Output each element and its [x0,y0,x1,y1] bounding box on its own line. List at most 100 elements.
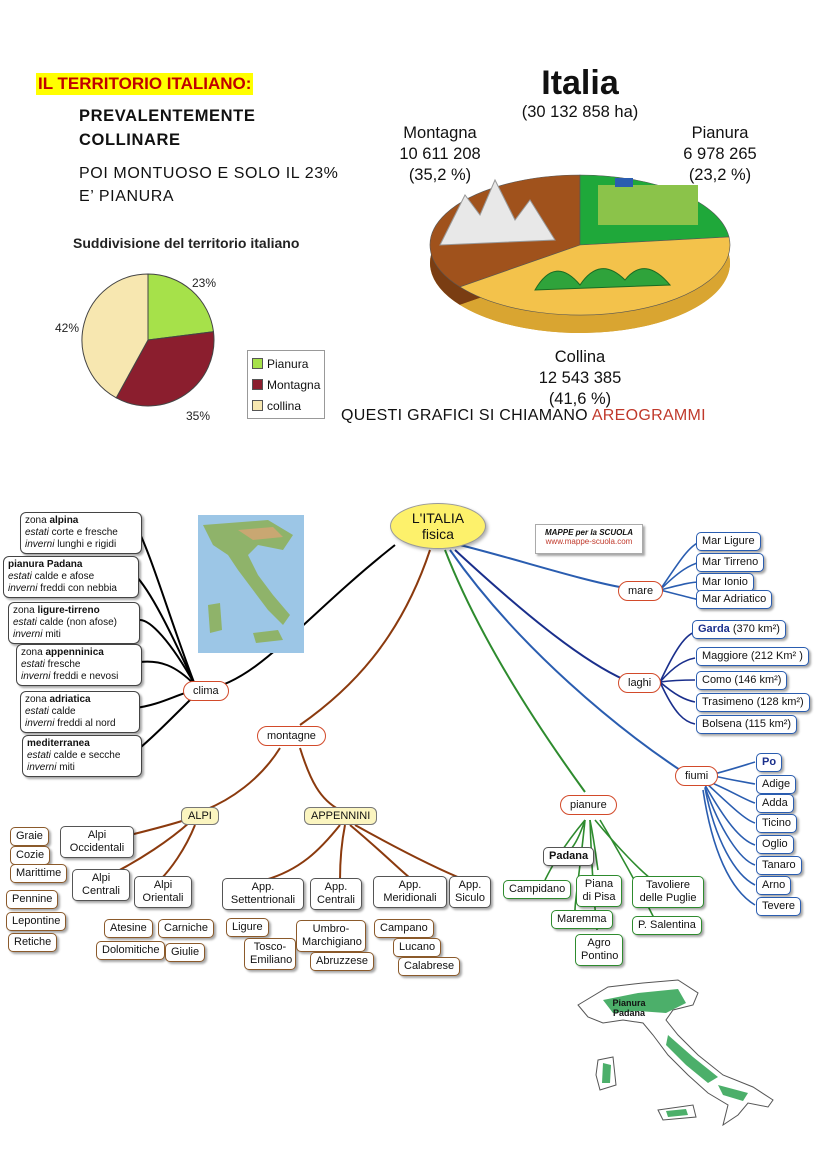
alpi-occ-item[interactable]: Graie [10,827,49,846]
lago-item[interactable]: Maggiore (212 Km² ) [696,647,809,666]
app-cen-item[interactable]: Abruzzese [310,952,374,971]
zone-title: zona alpina [25,515,137,527]
alpi-centrali[interactable]: Alpi Centrali [72,869,130,901]
fiumi-node[interactable]: fiumi [675,766,719,786]
pianura-item[interactable]: Campidano [503,880,572,899]
app-mer-item[interactable]: Lucano [393,938,442,957]
app-mer-item[interactable]: Campano [374,919,434,938]
pianura-item[interactable]: Agro Pontino [575,934,623,966]
fiume-item[interactable]: Adda [756,794,794,813]
zone-val: calde (non afose) [36,617,117,628]
small-chart-legend: Pianura Montagna collina [247,350,326,419]
appennini-node[interactable]: APPENNINI [304,807,378,825]
alpi-node[interactable]: ALPI [181,807,219,825]
zone-key: inverni [25,718,55,729]
laghi-node[interactable]: laghi [618,673,662,693]
fiume-item[interactable]: Oglio [756,835,794,854]
pianura-item[interactable]: Piana di Pisa [576,875,622,907]
zone-line: estati calde (non afose) [13,617,135,629]
pianura-name: Pianura [691,124,749,142]
small-pie-chart [81,273,215,407]
alpi-or-item[interactable]: Dolomitiche [96,941,166,960]
app-sett-item[interactable]: Ligure [226,918,269,937]
alpi-occidentali[interactable]: Alpi Occidentali [60,826,134,858]
lago-name: Bolsena [702,718,742,730]
zone-line: inverni lunghi e rigidi [25,539,137,551]
lago-item[interactable]: Bolsena (115 km²) [696,715,798,734]
zone-line: inverni miti [13,629,135,641]
pianura-padana[interactable]: Padana [543,847,595,866]
alpi-cen-item[interactable]: Retiche [8,933,58,952]
heading-line2: COLLINARE [79,131,181,149]
app-sett-item[interactable]: Tosco-Emiliano [244,938,296,970]
collina-pct: (41,6 %) [548,390,612,408]
big-pie-chart [429,174,731,333]
clima-node[interactable]: clima [183,681,229,701]
fiume-item[interactable]: Adige [756,775,797,794]
alpi-occ-item[interactable]: Cozie [10,846,51,865]
pianura-item[interactable]: Maremma [551,910,613,929]
mare-item[interactable]: Mar Tirreno [696,553,765,572]
alpi-occ-item[interactable]: Marittime [10,864,68,883]
mare-item[interactable]: Mar Ligure [696,532,761,551]
zone-key: estati [13,617,37,628]
heading-line3: POI MONTUOSO E SOLO IL 23% [79,165,339,182]
alpi-or-item[interactable]: Carniche [158,919,215,938]
zone-val: miti [56,762,75,773]
zone-prefix: zona [25,515,50,526]
zone-prefix: zona [13,605,38,616]
alpi-cen-item[interactable]: Pennine [6,890,59,909]
mare-node[interactable]: mare [618,581,664,601]
zone-name: alpina [49,515,79,526]
zone-val: fresche [44,659,81,670]
fiume-item[interactable]: Ticino [756,814,797,833]
legend-item-montagna: Montagna [252,374,320,395]
zone-title: zona adriatica [25,694,135,706]
montagne-node[interactable]: montagne [257,726,326,746]
center-node[interactable]: L'ITALIA fisica [390,503,486,549]
small-chart-title: Suddivisione del territorio italiano [73,235,300,251]
app-centrali[interactable]: App. Centrali [310,878,362,910]
clima-zona-ligure-tirreno[interactable]: zona ligure-tirreno estati calde (non af… [8,602,140,644]
clima-zona-adriatica[interactable]: zona adriatica estati calde inverni fred… [20,691,140,733]
alpi-or-item[interactable]: Giulie [165,943,206,962]
zone-name: ligure-tirreno [37,605,100,616]
pianura-item[interactable]: Tavoliere delle Puglie [632,876,704,908]
clima-zona-appenninica[interactable]: zona appenninica estati fresche inverni … [16,644,142,686]
alpi-orientali[interactable]: Alpi Orientali [134,876,192,908]
clima-mediterranea[interactable]: mediterranea estati calde e secche inver… [22,735,142,777]
legend-swatch [252,400,263,411]
fiume-item[interactable]: Po [756,753,783,772]
brand-box[interactable]: MAPPE per la SCUOLA www.mappe-scuola.com [535,524,643,554]
app-cen-item[interactable]: Umbro-Marchigiano [296,920,366,952]
alpi-or-item[interactable]: Atesine [104,919,153,938]
lago-item[interactable]: Trasimeno (128 km²) [696,693,810,712]
fiume-item[interactable]: Arno [756,876,792,895]
zone-val: corte e fresche [48,527,118,538]
plain-icon [598,185,698,225]
fiume-item[interactable]: Tevere [756,897,802,916]
app-meridionali[interactable]: App. Meridionali [373,876,447,908]
app-mer-item[interactable]: Calabrese [398,957,461,976]
alpi-cen-item[interactable]: Lepontine [6,912,67,931]
fiume-item[interactable]: Tanaro [756,856,802,875]
label-pianura: Pianura 6 978 265 (23,2 %) [660,123,780,186]
zone-name: appenninica [45,647,104,658]
mare-item[interactable]: Mar Adriatico [696,590,773,609]
app-siculo[interactable]: App. Siculo [449,876,491,908]
lago-item[interactable]: Garda (370 km²) [692,620,786,639]
map-label: Pianura Padana [612,998,646,1018]
clima-zona-alpina[interactable]: zona alpina estati corte e fresche inver… [20,512,142,554]
big-chart-title: Italia [541,64,619,102]
zone-line: estati corte e fresche [25,527,137,539]
lago-item[interactable]: Como (146 km²) [696,671,788,690]
pianure-node[interactable]: pianure [560,795,617,815]
clima-pianura-padana[interactable]: pianura Padana estati calde e afose inve… [3,556,139,598]
italy-relief-map [198,515,304,653]
small-pct-pianura: 23% [192,276,217,290]
zone-val: freddi e nevosi [50,671,119,682]
pianura-item[interactable]: P. Salentina [632,916,702,935]
zone-line: estati fresche [21,659,137,671]
app-settentrionali[interactable]: App. Settentrionali [222,878,304,910]
legend-label: Montagna [267,377,321,392]
